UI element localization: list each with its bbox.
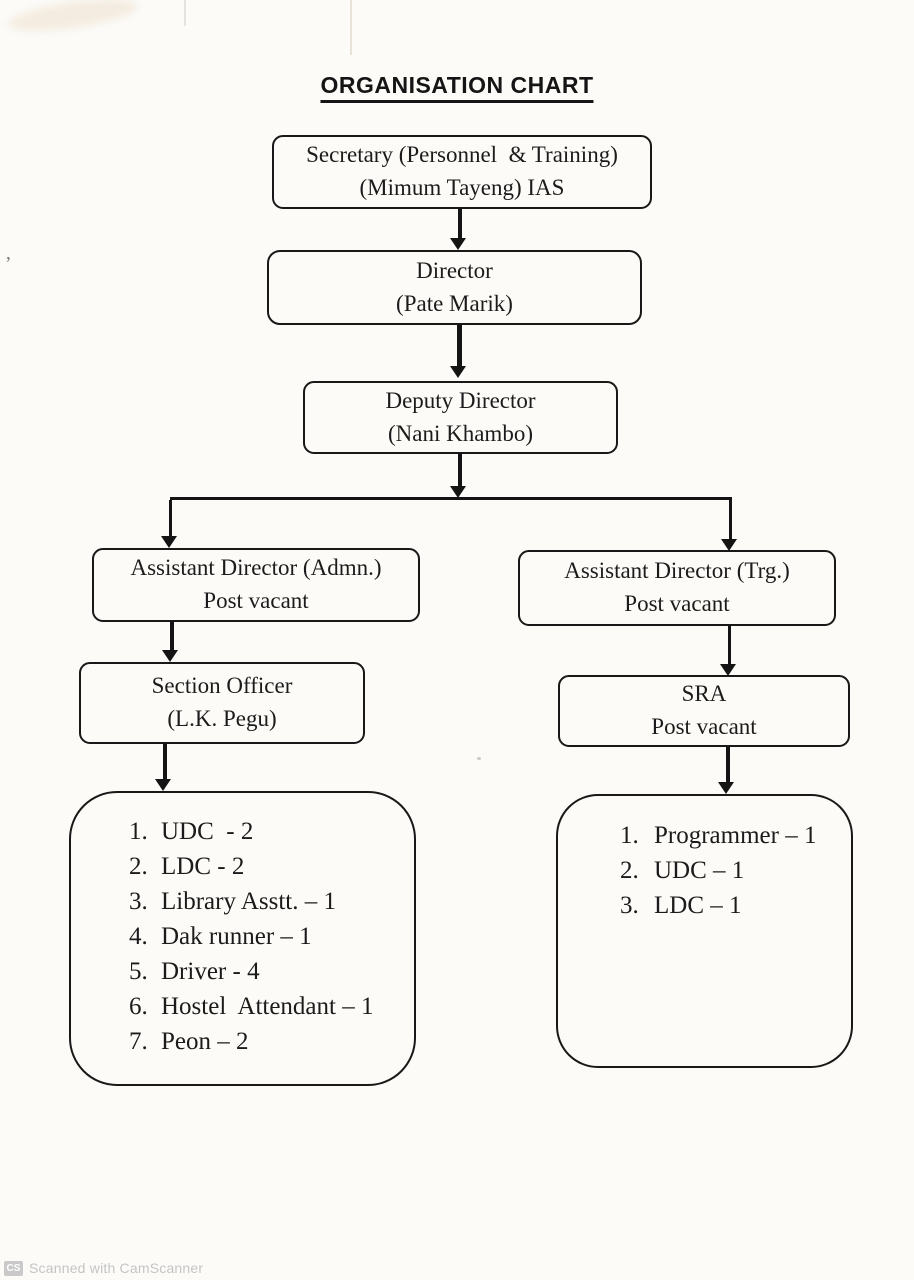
arrowhead-sra-staff-list	[718, 782, 734, 794]
arrowhead-admn-section-officer	[162, 650, 178, 662]
connector-branch-right	[729, 500, 732, 539]
staff-list-item: 4. Dak runner – 1	[129, 923, 406, 958]
node-so-role: Section Officer	[151, 673, 293, 699]
item-label: LDC – 1	[654, 892, 742, 919]
node-sra-role: SRA	[681, 681, 727, 707]
connector-so-staff-list	[163, 744, 167, 779]
arrowhead-so-staff-list	[155, 779, 171, 791]
node-ad-trg-role: Assistant Director (Trg.)	[564, 558, 790, 584]
staff-list-item: 6. Hostel Attendant – 1	[129, 993, 406, 1028]
scan-mark: ,	[6, 243, 11, 264]
item-label: LDC - 2	[161, 853, 245, 880]
connector-secretary-director	[458, 209, 462, 238]
staff-list-item: 2. LDC - 2	[129, 853, 406, 888]
node-deputy-role: Deputy Director	[385, 387, 536, 413]
connector-branch-left	[169, 500, 172, 536]
item-label: Peon – 2	[161, 1028, 249, 1055]
connector-sra-staff-list	[726, 747, 730, 782]
item-number: 4.	[129, 923, 148, 950]
scan-crease	[184, 0, 186, 26]
item-number: 3.	[620, 892, 639, 919]
staff-list-item: 5. Driver - 4	[129, 958, 406, 993]
node-director-role: Director	[416, 257, 493, 283]
node-secretary: Secretary (Personnel & Training) (Mimum …	[272, 135, 652, 209]
node-assistant-director-trg: Assistant Director (Trg.) Post vacant	[518, 550, 836, 626]
node-section-officer: Section Officer (L.K. Pegu)	[79, 662, 365, 744]
connector-director-deputy	[457, 325, 462, 366]
staff-list-item: 2. UDC – 1	[620, 857, 843, 892]
item-number: 2.	[129, 853, 148, 880]
arrowhead-trg-sra	[720, 664, 736, 676]
node-deputy-person: (Nani Khambo)	[388, 420, 533, 446]
admn-staff-list: 1. UDC - 2 2. LDC - 2 3. Library Asstt. …	[69, 791, 416, 1086]
node-ad-trg-status: Post vacant	[624, 591, 730, 616]
arrowhead-deputy-branch	[450, 486, 466, 498]
node-director-person: (Pate Marik)	[396, 290, 513, 316]
camscanner-text: Scanned with CamScanner	[29, 1260, 204, 1276]
scan-mark	[477, 757, 481, 760]
item-label: UDC - 2	[161, 818, 254, 845]
trg-staff-list: 1. Programmer – 1 2. UDC – 1 3. LDC – 1	[556, 794, 853, 1068]
staff-list-item: 3. Library Asstt. – 1	[129, 888, 406, 923]
camscanner-icon: CS	[4, 1260, 23, 1276]
page-title: ORGANISATION CHART	[320, 72, 594, 103]
staff-list-item: 1. Programmer – 1	[620, 822, 843, 857]
arrowhead-director-deputy	[450, 366, 466, 378]
node-sra-status: Post vacant	[651, 714, 757, 739]
connector-deputy-branch	[458, 454, 462, 486]
node-ad-admn-status: Post vacant	[203, 588, 309, 613]
item-number: 2.	[620, 857, 639, 884]
scan-smudge	[6, 0, 140, 37]
arrowhead-branch-right	[721, 539, 737, 551]
node-director: Director (Pate Marik)	[267, 250, 642, 325]
node-deputy-director: Deputy Director (Nani Khambo)	[303, 381, 618, 454]
node-secretary-role: Secretary (Personnel & Training)	[306, 142, 618, 168]
node-assistant-director-admn: Assistant Director (Admn.) Post vacant	[92, 548, 420, 622]
item-label: Hostel Attendant – 1	[161, 993, 374, 1020]
branch-horizontal-line	[170, 497, 732, 500]
arrowhead-secretary-director	[450, 238, 466, 250]
node-secretary-person: (Mimum Tayeng) IAS	[359, 175, 565, 200]
scan-crease	[350, 0, 352, 55]
item-label: Dak runner – 1	[161, 923, 312, 950]
item-label: Driver - 4	[161, 958, 260, 985]
item-label: Library Asstt. – 1	[161, 888, 336, 915]
item-number: 3.	[129, 888, 148, 915]
connector-admn-section-officer	[170, 622, 174, 650]
arrowhead-branch-left	[161, 536, 177, 548]
item-number: 7.	[129, 1028, 148, 1055]
staff-list-item: 1. UDC - 2	[129, 818, 406, 853]
camscanner-footer: CS Scanned with CamScanner	[4, 1260, 203, 1276]
item-number: 1.	[620, 822, 639, 849]
item-label: Programmer – 1	[654, 822, 817, 849]
staff-list-item: 7. Peon – 2	[129, 1028, 406, 1063]
node-ad-admn-role: Assistant Director (Admn.)	[130, 555, 382, 581]
node-so-person: (L.K. Pegu)	[167, 706, 277, 731]
staff-list-item: 3. LDC – 1	[620, 892, 843, 927]
item-number: 1.	[129, 818, 148, 845]
item-number: 6.	[129, 993, 148, 1020]
item-label: UDC – 1	[654, 857, 745, 884]
item-number: 5.	[129, 958, 148, 985]
node-sra: SRA Post vacant	[558, 675, 850, 747]
connector-trg-sra	[728, 626, 731, 664]
